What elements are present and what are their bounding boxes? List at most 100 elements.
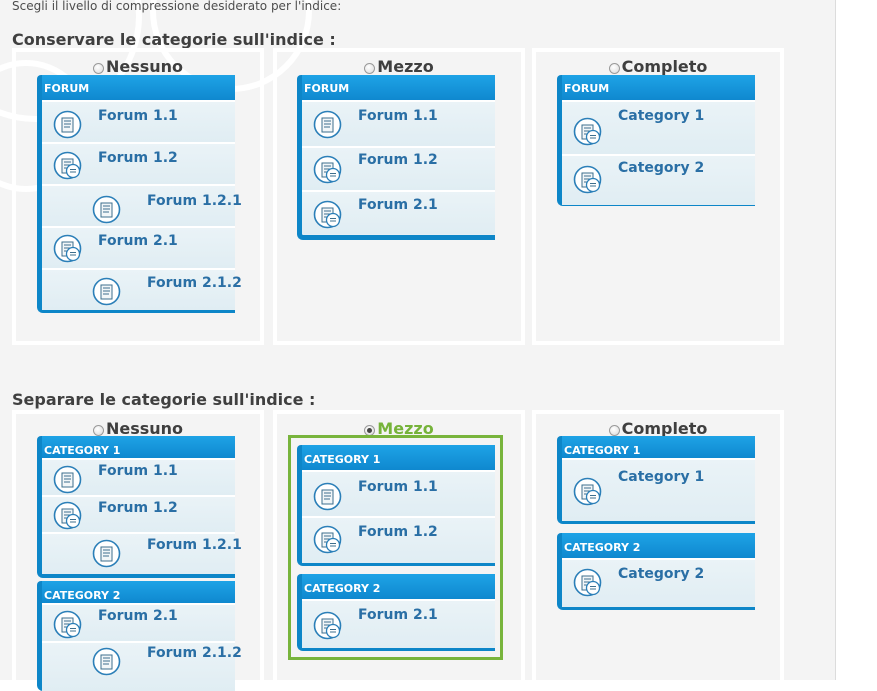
forum-subforum-icon [313, 525, 342, 554]
forum-read-icon [92, 277, 121, 306]
compression-settings-page: Scegli il livello di compressione deside… [0, 0, 836, 691]
forum-row[interactable]: Forum 1.2 [42, 495, 235, 532]
category-preview-panel: CATEGORY 1 Category 1 [557, 436, 755, 524]
panel-header: CATEGORY 1 [562, 436, 755, 458]
forum-subforum-icon [53, 151, 82, 180]
forum-subforum-icon [573, 117, 602, 146]
forum-row-label: Forum 1.2 [98, 500, 178, 516]
forum-subforum-icon [573, 477, 602, 506]
option-label[interactable]: Mezzo [277, 56, 521, 76]
panel-header: CATEGORY 2 [562, 533, 755, 558]
forum-row-label: Category 1 [618, 108, 705, 124]
forum-row-label: Forum 1.2.1 [147, 193, 242, 209]
radio-button[interactable] [92, 424, 104, 436]
category-preview-panel: CATEGORY 2 Forum 2.1 Forum 2.1.2 [37, 581, 242, 691]
forum-row[interactable]: Forum 1.2 [302, 516, 495, 563]
forum-read-icon [92, 539, 121, 568]
forum-row-label: Forum 2.1.2 [147, 275, 242, 291]
forum-subforum-icon [53, 234, 82, 263]
forum-row[interactable]: Forum 2.1 [42, 603, 235, 641]
forum-row-label: Forum 1.1 [98, 463, 178, 479]
forum-row-label: Forum 1.2 [98, 150, 178, 166]
panel-header: CATEGORY 1 [42, 436, 235, 458]
option-label-text: Mezzo [377, 418, 434, 438]
option-label[interactable]: Mezzo [277, 418, 521, 438]
radio-button[interactable] [364, 62, 376, 74]
forum-row-label: Forum 1.1 [358, 479, 438, 495]
forum-row[interactable]: Forum 2.1 [302, 599, 495, 648]
forum-row-label: Forum 2.1 [98, 233, 178, 249]
forum-row[interactable]: Category 2 [562, 154, 755, 205]
forum-read-icon [92, 647, 121, 676]
forum-row[interactable]: Forum 2.1.2 [42, 641, 242, 691]
option-label-text: Mezzo [377, 56, 434, 76]
option-box[interactable]: Completo [532, 48, 784, 345]
radio-button[interactable] [92, 62, 104, 74]
category-preview-panel: CATEGORY 1 Forum 1.1 Forum 1.2 [297, 445, 495, 566]
forum-row-label: Forum 2.1 [358, 607, 438, 623]
category-preview-panel: CATEGORY 2 Category 2 [557, 533, 755, 610]
forum-row-label: Category 2 [618, 566, 705, 582]
forum-row[interactable]: Category 2 [562, 558, 755, 607]
forum-row-label: Forum 2.1 [358, 197, 438, 213]
forum-row[interactable]: Forum 2.1.2 [42, 268, 242, 310]
forum-row[interactable]: Forum 1.2 [42, 142, 235, 184]
option-label[interactable]: Completo [536, 56, 780, 76]
option-box[interactable]: Mezzo [273, 410, 525, 690]
section-title-keep-categories: Conservare le categorie sull'indice : [12, 30, 336, 49]
radio-button-selected[interactable] [364, 424, 376, 436]
forum-preview-panel: FORUM Forum 1.1 Forum 1.2 Forum 2.1 [297, 75, 495, 240]
radio-button[interactable] [608, 62, 620, 74]
option-label[interactable]: Nessuno [16, 56, 260, 76]
option-label-text: Completo [621, 418, 708, 438]
option-label-text: Completo [621, 56, 708, 76]
forum-row[interactable]: Forum 1.2.1 [42, 532, 242, 574]
forum-row[interactable]: Forum 2.1 [302, 190, 495, 234]
option-box[interactable]: Nessuno [12, 48, 264, 345]
option-label[interactable]: Nessuno [16, 418, 260, 438]
intro-text: Scegli il livello di compressione deside… [12, 0, 342, 13]
forum-row-label: Forum 1.2 [358, 152, 438, 168]
forum-read-icon [53, 110, 82, 139]
forum-row[interactable]: Forum 1.2 [302, 146, 495, 190]
forum-row[interactable]: Category 1 [562, 100, 755, 154]
forum-read-icon [313, 482, 342, 511]
forum-row-label: Category 1 [618, 469, 705, 485]
forum-preview-panel: FORUM Forum 1.1 Forum 1.2 Forum 1.2.1 Fo… [37, 75, 242, 313]
panel-header: CATEGORY 2 [42, 581, 235, 603]
forum-subforum-icon [573, 165, 602, 194]
forum-read-icon [313, 110, 342, 139]
forum-row[interactable]: Category 1 [562, 458, 755, 521]
category-preview-panel: CATEGORY 1 Forum 1.1 Forum 1.2 Forum 1.2… [37, 436, 242, 578]
forum-row-label: Forum 1.1 [98, 108, 178, 124]
panel-header: CATEGORY 1 [302, 445, 495, 470]
section-title-separate-categories: Separare le categorie sull'indice : [12, 390, 316, 409]
panel-header: FORUM [302, 75, 495, 100]
forum-row-label: Forum 2.1 [98, 608, 178, 624]
panel-header: FORUM [42, 75, 235, 100]
forum-row-label: Forum 1.2.1 [147, 537, 242, 553]
forum-row[interactable]: Forum 1.1 [42, 458, 235, 495]
forum-read-icon [53, 465, 82, 494]
option-label-text: Nessuno [105, 418, 184, 438]
forum-subforum-icon [573, 568, 602, 597]
forum-row[interactable]: Forum 1.2.1 [42, 184, 242, 226]
forum-subforum-icon [53, 501, 82, 530]
forum-row[interactable]: Forum 1.1 [302, 100, 495, 146]
selected-option-highlight [288, 435, 503, 660]
forum-row[interactable]: Forum 1.1 [42, 100, 235, 142]
option-label[interactable]: Completo [536, 418, 780, 438]
forum-row[interactable]: Forum 2.1 [42, 226, 235, 268]
forum-subforum-icon [313, 155, 342, 184]
radio-button[interactable] [608, 424, 620, 436]
option-box[interactable]: Completo [532, 410, 784, 690]
option-box[interactable]: Mezzo [273, 48, 525, 345]
forum-row-label: Category 2 [618, 160, 705, 176]
forum-row-label: Forum 2.1.2 [147, 645, 242, 661]
forum-row-label: Forum 1.1 [358, 108, 438, 124]
forum-subforum-icon [313, 611, 342, 640]
forum-row-label: Forum 1.2 [358, 524, 438, 540]
forum-row[interactable]: Forum 1.1 [302, 470, 495, 516]
forum-read-icon [92, 195, 121, 224]
forum-preview-panel: FORUM Category 1 Category 2 [557, 75, 755, 206]
